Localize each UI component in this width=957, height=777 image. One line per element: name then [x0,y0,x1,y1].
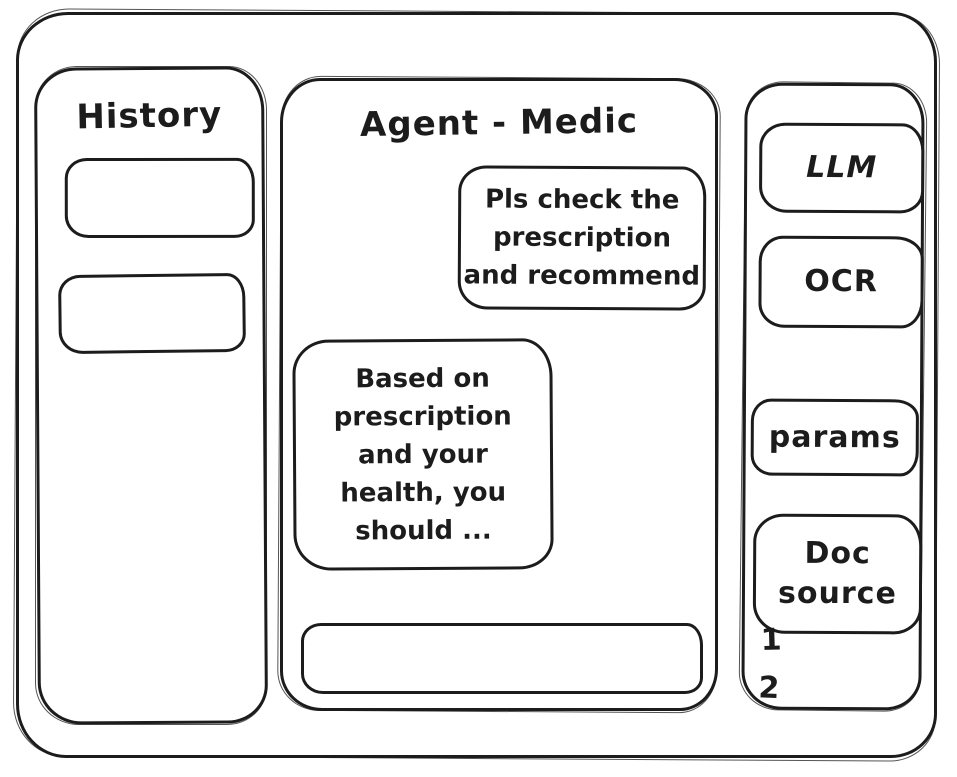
doc-source-button[interactable]: Doc source [752,513,923,635]
app-window: History Agent - Medic Pls check the pres… [16,12,937,758]
llm-tool-button[interactable]: LLM [758,122,925,214]
message-input[interactable] [301,623,703,694]
history-panel: History [33,66,269,725]
llm-tool-label: LLM [806,149,878,186]
doc-source-item-1[interactable]: 1 [760,622,783,658]
history-item[interactable] [58,272,246,355]
tools-panel: LLM OCR params Doc source 1 2 [741,82,925,711]
agent-message-bubble: Based on prescription and your health, y… [292,338,554,571]
ocr-tool-button[interactable]: OCR [758,235,924,329]
user-message-line: Pls check the [484,184,680,216]
params-button[interactable]: params [750,398,919,477]
doc-source-label-line: source [778,575,897,612]
doc-source-label-line: Doc [804,535,871,572]
agent-message-line: health, you [340,476,507,509]
user-message-line: prescription [492,222,672,254]
history-panel-title: History [75,94,223,138]
agent-message-line: Based on [355,363,490,394]
chat-panel-title: Agent - Medic [359,101,639,145]
agent-message-line: should ... [355,515,492,546]
user-message-bubble: Pls check the prescription and recommend [457,165,707,311]
ocr-tool-label: OCR [804,263,879,300]
history-item[interactable] [64,157,255,239]
user-message-line: and recommend [463,260,701,292]
chat-panel: Agent - Medic Pls check the prescription… [280,78,718,711]
params-label: params [768,419,901,455]
agent-message-line: prescription [333,400,512,433]
agent-message-line: and your [357,439,489,470]
doc-source-item-2[interactable]: 2 [757,670,781,707]
